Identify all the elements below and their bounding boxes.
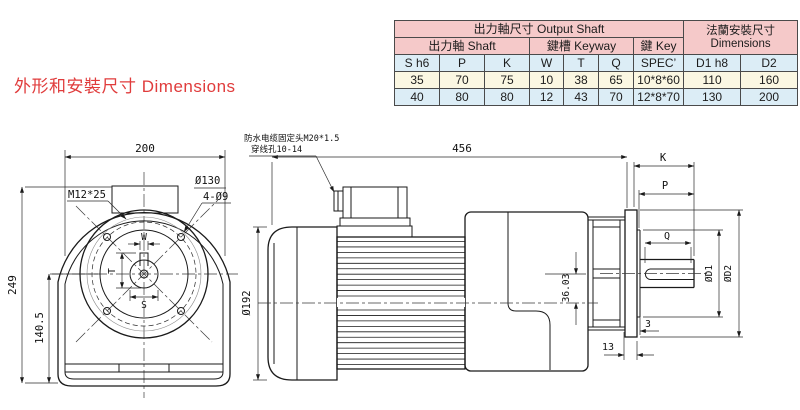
cable-gland-label-line1: 防水电缆固定头M20*1.5 xyxy=(244,133,339,144)
dim-height-label: 249 xyxy=(6,275,19,295)
dim-boss-label: 3 xyxy=(645,319,651,330)
dim-q-label: Q xyxy=(664,231,670,242)
table-cell: 12*8*70 xyxy=(632,88,685,106)
table-row: 40 80 80 12 43 70 12*8*70 130 200 xyxy=(394,88,799,106)
col-header-d2: D2 xyxy=(740,54,799,72)
terminal-box-side xyxy=(342,186,408,219)
table-cell: 80 xyxy=(484,88,530,106)
table-cell: 110 xyxy=(683,71,742,89)
dim-axis-offset-label: 36.03 xyxy=(561,274,572,303)
table-cell: 43 xyxy=(563,88,599,106)
terminal-box-front xyxy=(111,185,179,214)
table-group-flange-line1: 法蘭安裝尺寸 xyxy=(706,25,776,38)
motor-fins xyxy=(337,241,465,365)
front-view: 200 249 140.5 W T S M12*25 Ø130 4-Ø9 xyxy=(6,142,238,398)
table-cell: 130 xyxy=(683,88,742,106)
dim-width-label: 200 xyxy=(135,142,155,155)
dim-d2-label: ØD2 xyxy=(723,265,734,282)
dim-fan-dia-label: Ø192 xyxy=(241,290,253,315)
bolt-hole xyxy=(103,233,111,241)
col-header-w: W xyxy=(529,54,564,72)
dim-base-label: 140.5 xyxy=(34,312,46,344)
col-header-s: S h6 xyxy=(394,54,440,72)
table-cell: 200 xyxy=(740,88,799,106)
table-sub-key: 鍵 Key xyxy=(632,37,685,55)
bolt-hole xyxy=(177,233,185,241)
col-header-k: K xyxy=(484,54,530,72)
output-shaft-front xyxy=(129,259,159,289)
keyway-front xyxy=(139,252,149,266)
dim-length-label: 456 xyxy=(452,142,472,155)
table-cell: 80 xyxy=(439,88,485,106)
keyway-side xyxy=(644,268,694,280)
dim-s-label: S xyxy=(141,300,147,311)
dim-w-label: W xyxy=(141,232,147,243)
dim-p-label: P xyxy=(662,180,668,192)
dim-t-label: T xyxy=(107,268,118,274)
pilot-circle-d1 xyxy=(99,229,189,319)
side-view: 456 防水电缆固定头M20*1.5 穿线孔10-14 36.03 xyxy=(241,133,743,381)
fan-cover xyxy=(267,226,338,381)
col-header-t: T xyxy=(563,54,599,72)
col-header-spec: SPEC’ xyxy=(632,54,685,72)
tap-label: M12*25 xyxy=(68,189,106,201)
col-header-d1: D1 h8 xyxy=(683,54,742,72)
table-row: 35 70 75 10 38 65 10*8*60 110 160 xyxy=(394,71,799,89)
cable-gland-label-line2: 穿线孔10-14 xyxy=(251,144,302,155)
housing-outline xyxy=(57,212,231,387)
table-group-flange-line2: Dimensions xyxy=(710,37,771,50)
col-header-q: Q xyxy=(598,54,634,72)
table-cell: 12 xyxy=(529,88,564,106)
bolt-hole xyxy=(177,307,185,315)
dim-k-label: K xyxy=(660,152,667,164)
dim-d1-label: ØD1 xyxy=(704,265,715,282)
bolt-hole xyxy=(103,307,111,315)
table-sub-shaft: 出力軸 Shaft xyxy=(394,37,530,55)
holes-label: 4-Ø9 xyxy=(203,191,228,203)
table-cell: 10*8*60 xyxy=(632,71,685,89)
flange-circle-label: Ø130 xyxy=(195,175,220,187)
table-group-flange: 法蘭安裝尺寸 Dimensions xyxy=(683,20,799,55)
page-title: 外形和安裝尺寸 Dimensions xyxy=(14,77,236,96)
dimension-table: 出力軸尺寸 Output Shaft 法蘭安裝尺寸 Dimensions 出力軸… xyxy=(393,20,799,106)
dim-flange-thick-label: 13 xyxy=(602,342,614,353)
